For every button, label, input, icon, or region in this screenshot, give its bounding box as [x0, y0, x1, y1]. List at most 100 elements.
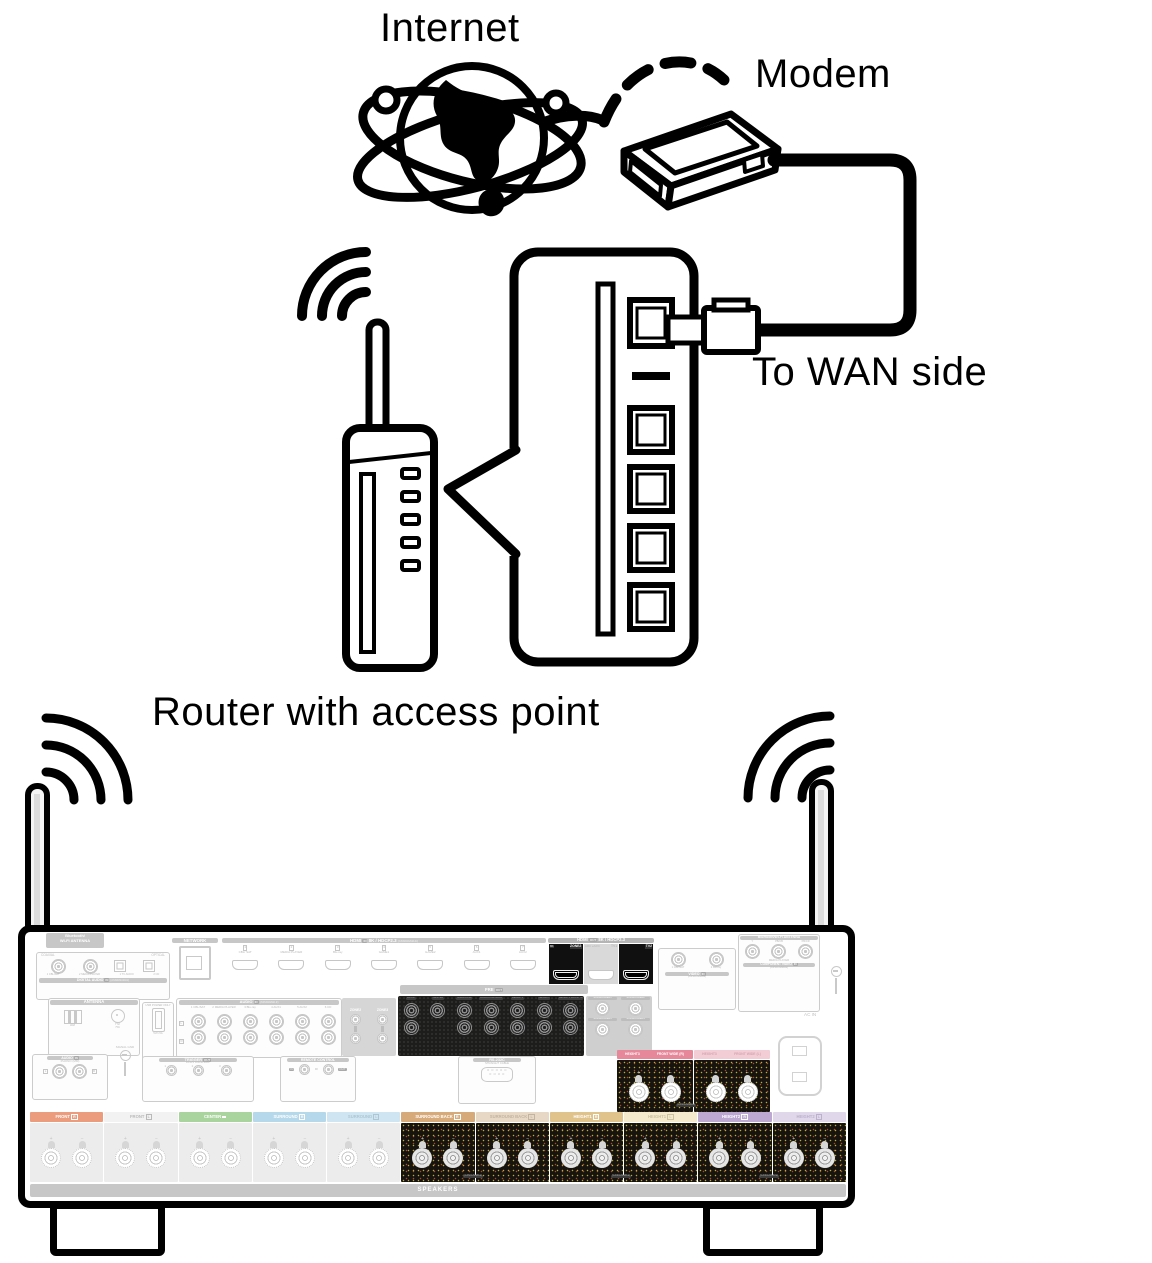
assignable-note: (ASSIGNABLE)	[110, 978, 130, 982]
speaker-label-part: HEIGHT3	[702, 1052, 717, 1056]
internet-label: Internet	[380, 6, 520, 50]
speaker-channel-name: FRONT	[130, 1114, 145, 1119]
binding-post-minus: −	[220, 1137, 241, 1168]
router-led	[400, 536, 421, 549]
preout-column: CENTER	[425, 997, 452, 1036]
zone-divider	[354, 1025, 357, 1032]
router-led	[400, 513, 421, 526]
trigger-jack-group: 3	[218, 1064, 232, 1077]
binding-posts: + −	[178, 1123, 252, 1182]
height3-speaker-block: HEIGHT3 FRONT WIDE (R) + − HEIGHT3 FRONT…	[616, 1050, 770, 1112]
left-channel-marker: L	[43, 1068, 48, 1075]
speaker-group-label: HEIGHT2 R	[698, 1112, 772, 1122]
speaker-channel-name: FRONT	[55, 1114, 70, 1119]
binding-post-plus: +	[635, 1137, 656, 1168]
port-divider	[632, 372, 670, 380]
component-title: COMPONENT VIDEO	[760, 963, 792, 967]
audio-jack-right	[294, 1029, 310, 1045]
preout-jack	[510, 1019, 526, 1035]
assignable-badge: (ASSIGNABLE)	[611, 1174, 632, 1178]
component-bar: COMPONENT VIDEO IN	[743, 963, 815, 967]
out-tag: OUT	[588, 938, 598, 942]
hdmi-port-label: GAME2	[425, 950, 436, 954]
bt-antenna-right-label: Bluetooth/WI-FI ANTENNA	[740, 936, 818, 940]
preout-channel-label: FRONT	[406, 997, 417, 1000]
audio-jack-right	[190, 1029, 206, 1045]
zone-column: ZONE3	[369, 1008, 396, 1045]
preout-channel-label: CENTER	[432, 997, 444, 1000]
zone-column: ZONE2	[342, 1008, 369, 1045]
hdmi-title: HDMI	[350, 938, 362, 943]
audio-title: AUDIO	[61, 1056, 73, 1060]
speaker-channel-name: HEIGHT2	[722, 1114, 741, 1119]
preout-jack	[536, 1003, 552, 1019]
hdmi-connector-icon	[324, 959, 351, 970]
binding-post-minus: −	[740, 1137, 761, 1168]
router-label: Router with access point	[152, 690, 600, 734]
zone-label: ZONE3	[376, 1008, 389, 1013]
component-video-section: Bluetooth/WI-FI ANTENNA Y PB/CB PR/CR ME…	[738, 934, 820, 1012]
audio-source-label: 6 CD	[324, 1005, 332, 1009]
right-channel-marker: R	[179, 1039, 185, 1045]
trigger-out-section: TRIGGER OUT DC12V 100mA MAX. 1 2 3	[142, 1056, 254, 1102]
trigger-number: 3	[218, 1064, 221, 1069]
hdmi-connector-icon	[587, 969, 614, 980]
hdmi-in-port: 3 Blu-ray	[315, 945, 361, 970]
signal-gnd: SIGNAL GND	[110, 1045, 140, 1077]
video-title: VIDEO	[688, 971, 700, 976]
audio-jack-right	[268, 1029, 284, 1045]
bt-line1: Bluetooth/	[65, 933, 85, 938]
speaker-terminal-group: SURROUND R + −	[252, 1112, 327, 1182]
hdmi-out-tag: ARC eARC	[584, 943, 600, 948]
am-label: AM	[70, 1023, 75, 1028]
speaker-channel-name: SURROUND BACK	[489, 1114, 528, 1119]
receiver-wifi-left	[41, 713, 133, 805]
usb-section: USB POWER ONLY 5V/1.5A	[142, 1002, 174, 1066]
trigger-jack-group: 1	[164, 1064, 177, 1077]
audio-jack-right	[242, 1029, 258, 1045]
binding-post-minus: −	[592, 1137, 613, 1168]
fm-jack: FM 75Ω	[110, 1008, 125, 1029]
preout-jack	[403, 1003, 419, 1019]
component-jack	[744, 943, 760, 959]
phono-label: PHONO (MM)	[60, 1059, 80, 1064]
speaker-group-label: FRONT L	[104, 1112, 178, 1122]
antenna-section: ANTENNA AM FM 75Ω	[48, 998, 140, 1056]
subwoofer-label: SUBWOOFER1	[588, 997, 617, 1000]
trigger-jack	[193, 1065, 205, 1077]
zone-label: ZONE2	[349, 1008, 362, 1013]
preout-channel-label: HEIGHT1	[511, 997, 524, 1000]
audio-in-section: AUDIO IN (ASSIGNABLE) L R 1 CBL/SAT 2 ME…	[176, 998, 342, 1058]
audio-in-columns: 1 CBL/SAT 2 MEDIA PLAYER 3 Blu-ray	[185, 1006, 341, 1046]
audio-source-label: 5 AUX2	[297, 1005, 307, 1009]
bt-antenna-left-label: Bluetooth/ WI-FI ANTENNA	[46, 933, 104, 948]
speaker-terminal-group: HEIGHT2 R + −	[698, 1112, 772, 1182]
hdmi-out-section: HDMI OUT 8K / HDCP2.3 8K ZONE2 ARC eARC …	[548, 938, 654, 996]
remote-out-jack	[322, 1064, 334, 1076]
zone-columns: ZONE2 ZONE3	[342, 998, 396, 1056]
speaker-channel-side: L	[528, 1114, 535, 1121]
digital-audio-bar: DIGITAL AUDIO IN (ASSIGNABLE)	[39, 977, 167, 983]
speakers-bar: SPEAKERS	[30, 1184, 846, 1197]
hdmi-in-port: 4 GAME1	[361, 945, 407, 970]
network-label: NETWORK	[172, 938, 218, 944]
phono-section: AUDIO IN PHONO (MM) L R	[32, 1054, 108, 1100]
hdmi-in-port: 7 AUX2	[500, 945, 546, 970]
jack-label: 2 CD	[153, 972, 160, 976]
hdmi-port-label: Blu-ray	[332, 950, 343, 954]
wifi-wave	[337, 287, 371, 321]
usb-port	[151, 1008, 165, 1033]
component-jack-group: PR/CR	[798, 940, 814, 959]
component-source-label: MEDIA PLAYER	[768, 957, 790, 962]
speaker-group-label: SURROUND BACK L	[475, 1112, 549, 1122]
hdmi-port-label: AUX1	[472, 950, 481, 954]
speaker-label-part: HEIGHT3	[625, 1052, 640, 1056]
right-channel-marker: R	[91, 1068, 97, 1075]
assignable-badge: (ASSIGNABLE)	[676, 1103, 697, 1107]
out-tag: OUT	[203, 1058, 212, 1062]
db9-pins: o o o o o	[486, 1066, 508, 1072]
trigger-jacks: 1 2 3	[143, 1064, 253, 1077]
bt-line2: WI-FI ANTENNA	[59, 938, 91, 944]
in-tag: IN	[104, 977, 110, 982]
dashed-link	[598, 56, 730, 128]
